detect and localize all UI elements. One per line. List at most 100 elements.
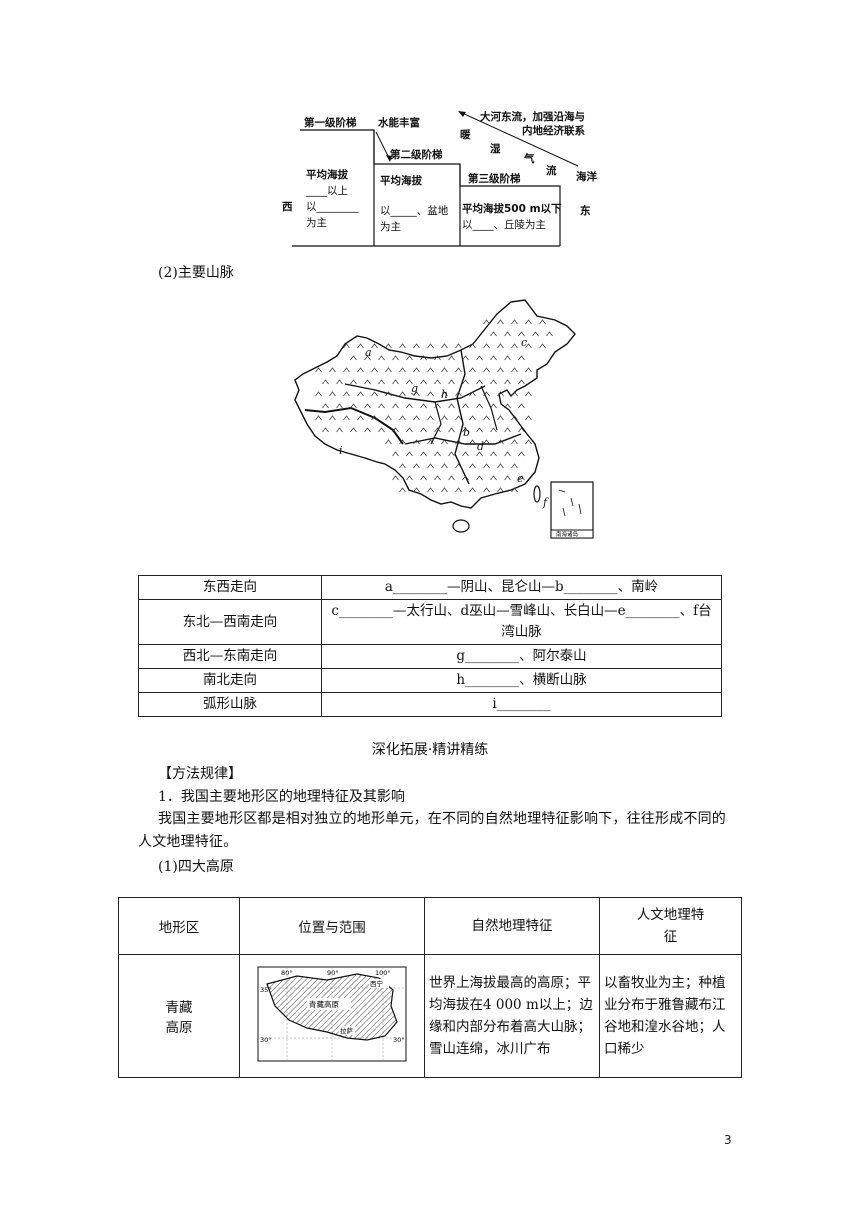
mountain-symbol-icon bbox=[511, 367, 518, 373]
mountain-symbol-icon bbox=[525, 391, 532, 397]
mountain-symbol-icon bbox=[406, 355, 413, 361]
mountain-symbol-icon bbox=[420, 427, 427, 433]
mountain-symbol-icon bbox=[448, 451, 455, 457]
mountain-symbol-icon bbox=[469, 487, 476, 493]
step2-desc-1: 平均海拔 bbox=[380, 174, 422, 187]
value-cell: i________ bbox=[321, 692, 722, 717]
region-name-line2: 高原 bbox=[165, 1020, 193, 1036]
location-cell: 青藏高原 80° 90° 100° 35° 30° 30° 西宁 拉萨 bbox=[239, 954, 425, 1078]
mountain-symbol-icon bbox=[392, 403, 399, 409]
mountain-symbol-icon bbox=[455, 391, 462, 397]
mountain-symbol-icon bbox=[427, 391, 434, 397]
mountain-symbol-icon bbox=[413, 439, 420, 445]
mountain-symbol-icon bbox=[455, 367, 462, 373]
mountain-symbol-icon bbox=[448, 355, 455, 361]
mountain-symbol-icon bbox=[476, 427, 483, 433]
map-label-g: g bbox=[411, 382, 418, 395]
mountain-symbol-icon bbox=[385, 415, 392, 421]
mountain-symbol-icon bbox=[420, 451, 427, 457]
mountain-symbol-icon bbox=[385, 343, 392, 349]
mountain-symbol-icon bbox=[406, 403, 413, 409]
mountain-symbol-icon bbox=[539, 319, 546, 325]
intro-paragraph: 我国主要地形区都是相对独立的地形单元，在不同的自然地理特征影响下，往往形成不同的… bbox=[138, 811, 726, 850]
mountain-symbol-icon bbox=[399, 367, 406, 373]
airflow-char-3: 气 bbox=[523, 152, 535, 165]
mountain-symbol-icon bbox=[441, 367, 448, 373]
header-natural: 自然地理特征 bbox=[424, 897, 600, 955]
step1-desc-1: 平均海拔 bbox=[306, 168, 348, 181]
mountain-symbol-icon bbox=[315, 367, 322, 373]
mountain-symbol-icon bbox=[462, 451, 469, 457]
mountain-symbol-icon bbox=[455, 487, 462, 493]
mountain-symbol-icon bbox=[448, 475, 455, 481]
mountain-symbol-icon bbox=[483, 463, 490, 469]
mountain-symbol-icon bbox=[336, 379, 343, 385]
mountain-symbol-icon bbox=[343, 391, 350, 397]
mountain-symbol-icon bbox=[357, 415, 364, 421]
mountain-symbol-icon bbox=[518, 451, 525, 457]
mountain-table: 东西走向 a________—阴山、昆仑山—b________、南岭 东北—西南… bbox=[138, 575, 722, 717]
mountain-symbol-icon bbox=[357, 343, 364, 349]
mountain-symbol-icon bbox=[357, 367, 364, 373]
lat-30-label-left: 30° bbox=[260, 1036, 272, 1044]
map-label-a: a bbox=[365, 346, 372, 359]
mountain-symbol-icon bbox=[434, 379, 441, 385]
plateau-name-label: 青藏高原 bbox=[309, 999, 339, 1009]
mountain-symbol-icon bbox=[427, 367, 434, 373]
staircase-diagram: 第一级阶梯 水能丰富 第二级阶梯 第三级阶梯 平均海拔 ____以上 以____… bbox=[278, 106, 608, 252]
direction-cell: 弧形山脉 bbox=[138, 692, 322, 717]
airflow-char-1: 暖 bbox=[460, 128, 471, 141]
mountain-symbol-icon bbox=[406, 451, 413, 457]
mountain-symbol-icon bbox=[343, 367, 350, 373]
direction-cell: 东西走向 bbox=[138, 575, 322, 600]
mountain-symbol-icon bbox=[497, 367, 504, 373]
map-label-d: d bbox=[477, 440, 484, 453]
map-label-h: h bbox=[441, 388, 448, 401]
mountain-symbol-icon bbox=[476, 379, 483, 385]
mountain-symbol-icon bbox=[371, 415, 378, 421]
step2-desc-3: 为主 bbox=[380, 221, 401, 233]
mountain-symbol-icon bbox=[371, 343, 378, 349]
mountain-symbol-icon bbox=[469, 367, 476, 373]
mountain-symbol-icon bbox=[490, 403, 497, 409]
rivers-line2: 内地经济联系 bbox=[522, 124, 585, 137]
step1-desc-3: 以________ bbox=[306, 201, 359, 213]
mountain-symbol-icon bbox=[329, 415, 336, 421]
mountains-heading: (2)主要山脉 bbox=[158, 265, 234, 281]
mountain-symbol-icon bbox=[497, 343, 504, 349]
mountain-symbol-icon bbox=[504, 331, 511, 337]
mountain-symbol-icon bbox=[483, 367, 490, 373]
mountain-symbol-icon bbox=[371, 391, 378, 397]
mountain-symbol-icon bbox=[476, 475, 483, 481]
mountain-symbol-icon bbox=[434, 355, 441, 361]
east-label: 东 bbox=[580, 204, 591, 217]
hydro-label: 水能丰富 bbox=[377, 116, 420, 129]
mountain-symbol-icon bbox=[364, 379, 371, 385]
mountain-symbol-icon bbox=[406, 475, 413, 481]
mountain-symbol-icon bbox=[413, 343, 420, 349]
mountain-symbol-icon bbox=[434, 427, 441, 433]
mountain-symbol-icon bbox=[343, 415, 350, 421]
mountain-symbol-icon bbox=[378, 379, 385, 385]
natural-features-cell: 世界上海拔最高的高原；平均海拔在4 000 m以上；边缘和内部分布着高大山脉；雪… bbox=[424, 954, 600, 1078]
table-row: 南北走向 h________、横断山脉 bbox=[138, 668, 722, 693]
mountain-symbol-icon bbox=[504, 379, 511, 385]
mountain-symbol-icon bbox=[336, 403, 343, 409]
mountain-symbol-icon bbox=[364, 355, 371, 361]
point-1-heading: 1．我国主要地形区的地理特征及其影响 bbox=[158, 789, 405, 805]
airflow-char-2: 湿 bbox=[490, 142, 501, 155]
mountain-symbol-icon bbox=[427, 415, 434, 421]
mountain-symbol-icon bbox=[490, 379, 497, 385]
header-human: 人文地理特征 bbox=[599, 897, 742, 955]
mountain-symbol-icon bbox=[420, 403, 427, 409]
mountain-symbol-icon bbox=[469, 391, 476, 397]
mountain-symbol-icon bbox=[413, 367, 420, 373]
mountain-symbol-icon bbox=[511, 439, 518, 445]
mountain-symbol-icon bbox=[511, 487, 518, 493]
mountain-symbol-icon bbox=[364, 427, 371, 433]
direction-cell: 南北走向 bbox=[138, 668, 322, 693]
mountain-symbol-icon bbox=[455, 439, 462, 445]
mountain-symbol-icon bbox=[420, 379, 427, 385]
mountain-symbol-icon bbox=[504, 451, 511, 457]
mountain-symbol-icon bbox=[462, 475, 469, 481]
